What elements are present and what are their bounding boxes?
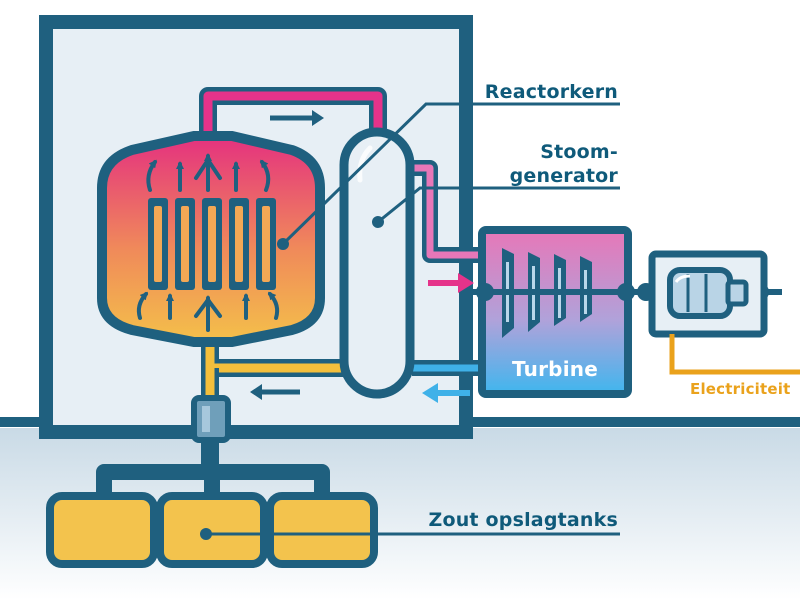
steam-generator [339,127,415,399]
salt-tank-2 [156,492,268,568]
core-flow-arrows-top [146,153,271,192]
fuel-rod-gaps [154,206,270,282]
core-flow-arrows-bottom [136,291,280,332]
salt-storage-tanks [46,492,378,568]
reactor-core-label: Reactorkern [485,81,618,103]
flow-arrow-left [250,384,300,400]
salt-tanks-label: Zout opslagtanks [428,509,618,531]
turbine: Turbine [478,226,632,398]
steam-arrow-icon [428,273,474,293]
turbine-label: Turbine [512,357,598,381]
steam-generator-label-line1: Stoom- [540,141,618,163]
salt-tank-3 [266,492,378,568]
salt-tank-1 [46,492,158,568]
leader-dots [200,216,384,540]
electricity-label: Electriciteit [690,380,790,398]
reactor-core [97,131,325,347]
flow-arrow-right [270,110,324,126]
water-arrow-icon [422,383,470,403]
electric-generator [648,250,768,338]
electricity-line: Electriciteit [669,334,800,398]
drain-valve [191,395,231,443]
leader-lines [206,102,620,536]
steam-generator-label-line2: generator [510,165,619,187]
